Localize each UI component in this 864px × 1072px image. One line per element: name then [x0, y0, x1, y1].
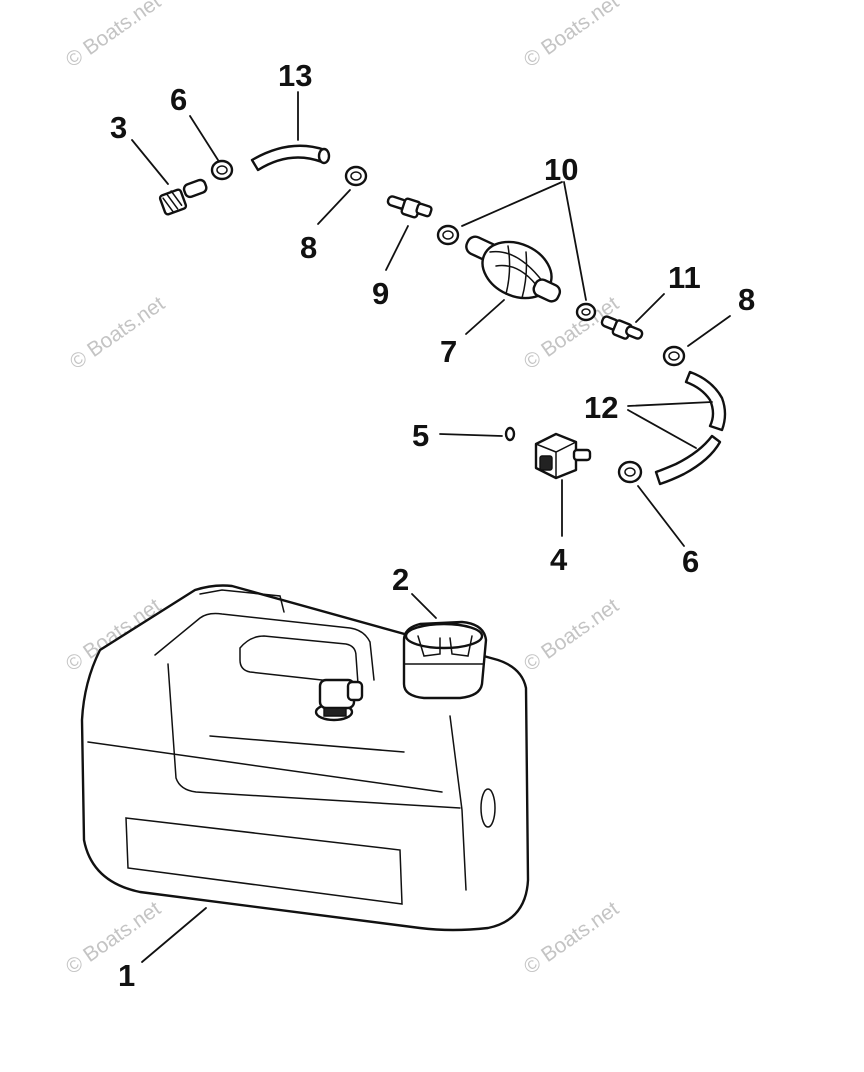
callout-7: 7 — [440, 334, 457, 369]
watermark: © Boats.net — [62, 897, 165, 979]
callout-13: 13 — [278, 58, 312, 93]
callout-10: 10 — [544, 152, 578, 187]
callout-12: 12 — [584, 390, 618, 425]
watermark: © Boats.net — [520, 0, 623, 72]
part-11-fitting — [600, 315, 644, 340]
watermark: © Boats.net — [520, 292, 623, 374]
part-12-hoses — [654, 370, 727, 486]
callout-8b: 8 — [738, 282, 755, 317]
callout-4: 4 — [550, 542, 568, 577]
callout-1: 1 — [118, 958, 135, 993]
watermark: © Boats.net — [62, 0, 165, 72]
callout-2: 2 — [392, 562, 409, 597]
callout-11: 11 — [668, 260, 701, 295]
callout-5: 5 — [412, 418, 429, 453]
part-10-clamps — [436, 224, 597, 322]
part-8-clamp-top — [344, 165, 368, 187]
part-3-connector — [158, 178, 208, 216]
watermark: © Boats.net — [520, 897, 623, 979]
part-13-hose — [250, 144, 331, 172]
part-5-o-ring — [504, 426, 516, 442]
callout-6a: 6 — [170, 82, 187, 117]
part-4-tank-connector — [534, 432, 592, 480]
callout-9: 9 — [372, 276, 389, 311]
callout-6b: 6 — [682, 544, 699, 579]
watermark: © Boats.net — [520, 594, 623, 676]
callout-8a: 8 — [300, 230, 317, 265]
part-6-clamp-bottom — [617, 460, 643, 484]
part-7-primer-bulb — [465, 235, 562, 303]
callouts: 1 2 3 4 5 6 6 7 8 8 9 10 11 12 13 — [110, 58, 755, 993]
part-9-fitting — [386, 195, 433, 219]
leader-lines — [131, 91, 731, 963]
watermark: © Boats.net — [66, 292, 169, 374]
part-2-fuel-cap — [402, 620, 488, 700]
callout-3: 3 — [110, 110, 127, 145]
part-6-clamp-top — [210, 159, 234, 181]
part-8-clamp-right — [662, 345, 686, 367]
